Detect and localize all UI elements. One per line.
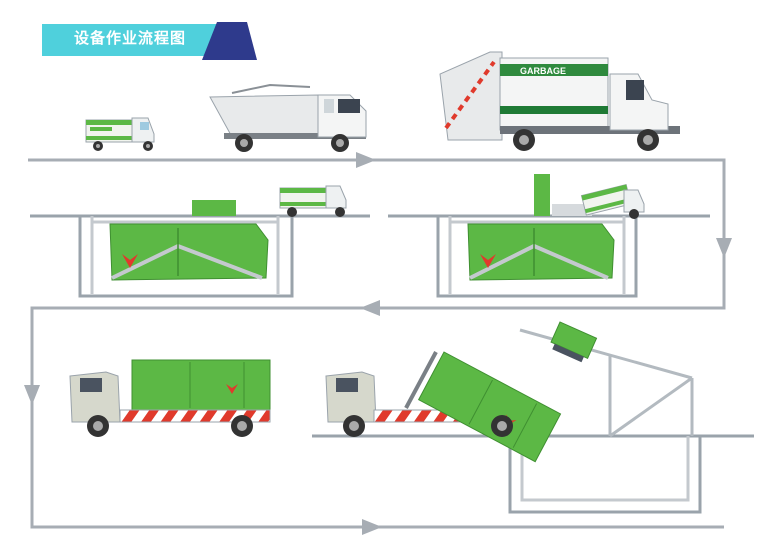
container-lid	[550, 321, 598, 363]
hook-lift-truck-loaded	[69, 359, 271, 437]
dumping-frame	[519, 328, 694, 438]
electric-tricycle	[85, 117, 155, 151]
transfer-station-left	[30, 185, 370, 298]
brand-logo-icon	[122, 254, 138, 268]
transfer-station-right	[388, 174, 710, 298]
flow-arrows	[24, 152, 732, 535]
page-title: 设备作业流程图	[74, 30, 187, 47]
flow-arrow-icon	[716, 238, 732, 258]
side-loader-truck	[209, 83, 367, 152]
flow-arrow-icon	[356, 152, 376, 168]
rear-loader-truck: GARBAGE	[439, 51, 680, 151]
title-banner	[42, 22, 257, 60]
brand-logo-icon	[480, 254, 496, 268]
hook-lift-truck-dumping	[325, 351, 562, 463]
flow-arrow-icon	[360, 300, 380, 316]
brand-logo-icon	[226, 384, 238, 394]
flow-arrow-icon	[24, 385, 40, 405]
truck-label: GARBAGE	[520, 66, 566, 76]
flow-arrow-icon	[362, 519, 382, 535]
